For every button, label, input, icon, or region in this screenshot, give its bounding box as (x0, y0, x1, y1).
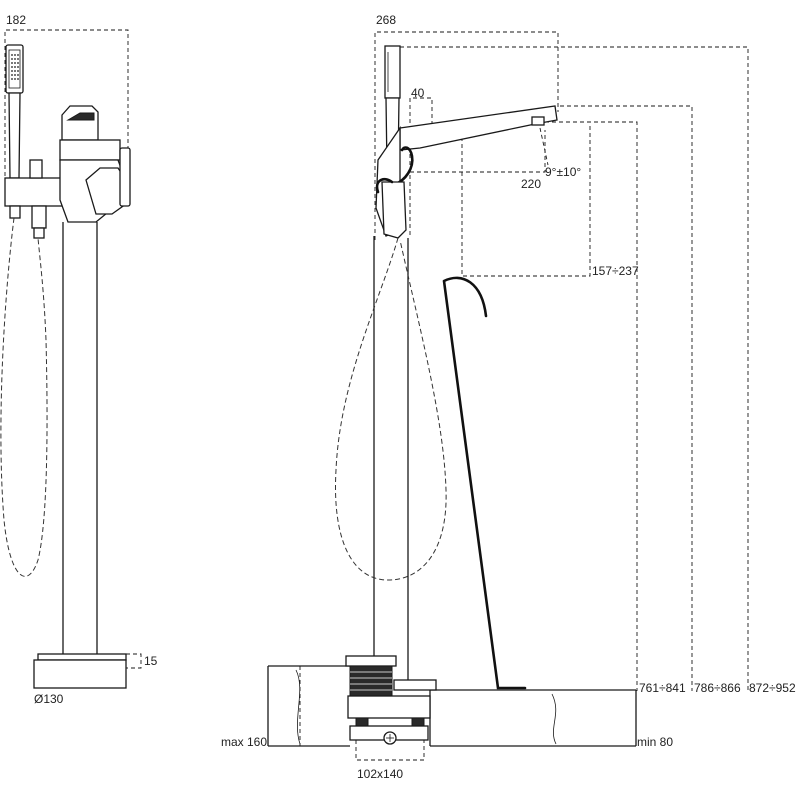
total-height-label: 872÷952 (749, 681, 796, 695)
front-hose (0, 217, 48, 577)
floor-min-label: min 80 (637, 735, 673, 749)
box-size-dimension (355, 740, 425, 761)
side-floor-section (267, 665, 637, 747)
side-handle (375, 146, 414, 239)
mixer-height-dimension (560, 105, 693, 691)
side-width-label: 268 (376, 13, 396, 27)
side-column (373, 236, 409, 684)
front-mixer-body (4, 105, 131, 239)
spout-height-dimension (545, 121, 638, 691)
front-width-dimension (4, 29, 129, 183)
front-plate-height-label: 15 (144, 654, 158, 668)
floor-max-label: max 160 (221, 735, 267, 749)
spout-angle-label: 9°±10° (545, 165, 581, 179)
front-column (62, 222, 98, 654)
front-hand-shower (5, 44, 24, 179)
spout-drop-dimension (461, 126, 591, 277)
front-floor-plate (33, 653, 142, 689)
side-installation-box (345, 655, 437, 745)
spout-reach-label: 220 (521, 177, 541, 191)
front-base-diameter-label: Ø130 (34, 692, 64, 706)
tub-spout-profile (442, 276, 527, 690)
total-height-dimension (400, 46, 749, 691)
spout-drop-label: 157÷237 (592, 264, 639, 278)
offset-label: 40 (411, 86, 425, 100)
box-size-label: 102x140 (357, 767, 403, 781)
shower-nozzle-pattern (11, 54, 19, 80)
side-hose (334, 237, 447, 581)
spout-reach-dimension (410, 130, 546, 173)
side-width-dimension (374, 31, 559, 240)
spout-height-label: 761÷841 (639, 681, 686, 695)
side-view: 268 872÷952 786÷866 761÷841 157÷237 40 2… (221, 13, 796, 781)
front-view: 182 (0, 13, 158, 706)
mixer-height-label: 786÷866 (694, 681, 741, 695)
spout-angle-line (539, 127, 549, 166)
front-width-label: 182 (6, 13, 26, 27)
offset-dimension (409, 97, 433, 235)
